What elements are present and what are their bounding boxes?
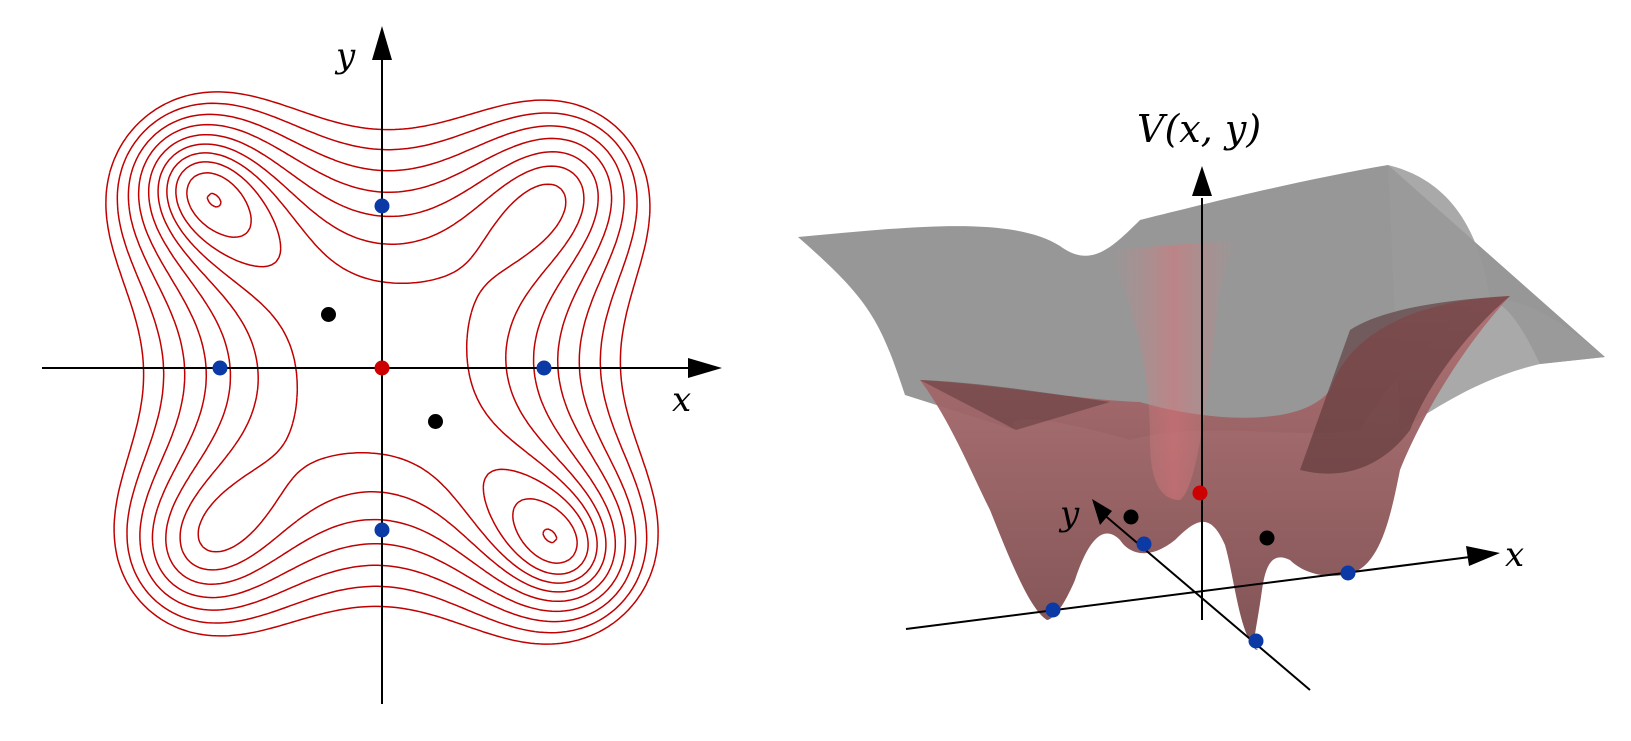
surface-y-axis-label: y (1058, 494, 1080, 534)
contour-level (137, 123, 627, 613)
contour-y-axis-label: y (334, 36, 356, 76)
surface-stationary-points (1045, 485, 1356, 649)
contour-level (186, 172, 578, 564)
contour-panel: x y (42, 26, 722, 704)
contour-level (166, 152, 598, 584)
contour-minimum-point (536, 360, 552, 376)
contour-maximum-point (374, 360, 390, 376)
y-axis-arrow-icon (372, 26, 392, 60)
surface-y-arrow-icon (1092, 499, 1112, 525)
surface-saddle-left (1123, 509, 1139, 525)
contour-saddle-point (428, 414, 443, 429)
contour-minimum-point (374, 522, 390, 538)
contour-saddle-point (321, 307, 336, 322)
contour-level (127, 113, 637, 623)
contour-level (175, 161, 589, 575)
surface-maximum (1192, 485, 1208, 501)
contour-level (105, 91, 659, 645)
surface-x-axis-label: x (1505, 535, 1524, 575)
contour-level (157, 143, 607, 593)
surface-panel: V(x, y) x y (798, 107, 1605, 691)
y-axis (372, 26, 392, 704)
surface-minimum-back (1136, 536, 1152, 552)
surface-left-well-shadow (920, 380, 1110, 430)
surface-minimum-front (1248, 633, 1264, 649)
contour-level (147, 133, 617, 603)
surface-z-axis-label: V(x, y) (1137, 107, 1261, 151)
contour-minimum-point (212, 360, 228, 376)
surface-axes (905, 166, 1500, 691)
contour-x-axis-label: x (672, 380, 691, 420)
contour-lines (105, 91, 659, 645)
x-axis (42, 358, 722, 378)
contour-level (116, 102, 648, 634)
surface-saddle-right (1259, 530, 1275, 546)
surface-central-ridge (1108, 240, 1240, 500)
surface-minimum-right (1340, 565, 1356, 581)
stationary-points (212, 198, 552, 538)
surface-right-well-shadow (1300, 296, 1510, 474)
x-axis-arrow-icon (688, 358, 722, 378)
surface-z-arrow-icon (1192, 166, 1212, 196)
contour-minimum-point (374, 198, 390, 214)
contour-level (206, 192, 558, 544)
surface-x-arrow-icon (1466, 546, 1500, 566)
surface-minimum-left (1045, 602, 1061, 618)
